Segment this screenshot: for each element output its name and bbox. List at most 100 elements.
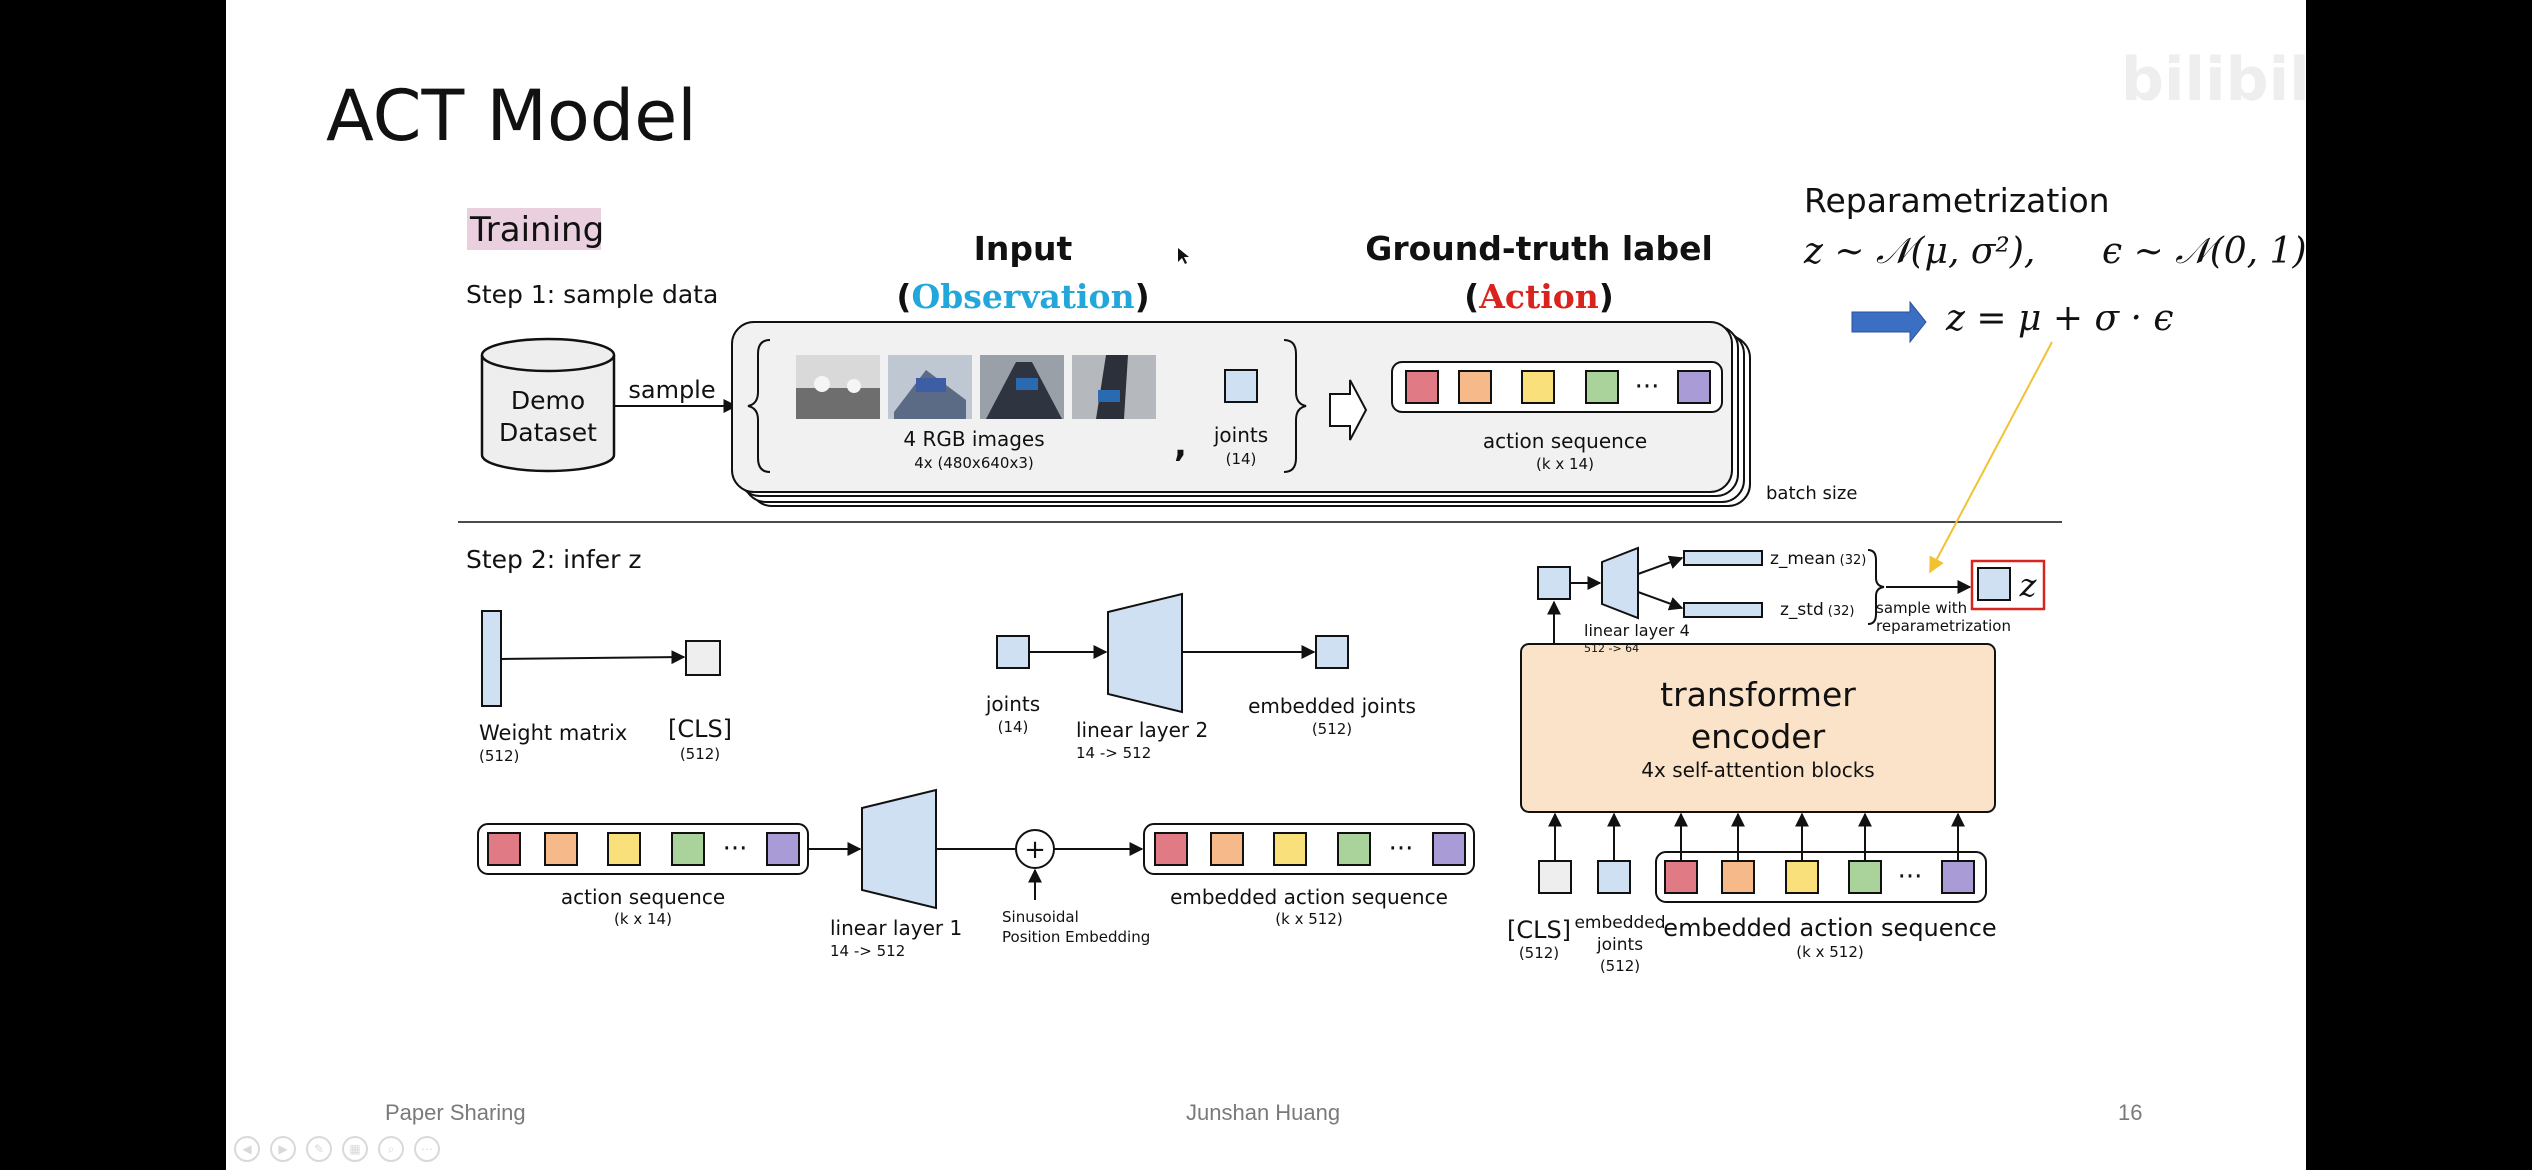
gt-action-seq-label: action sequence bbox=[1483, 429, 1647, 453]
step2-joints-label: joints bbox=[985, 692, 1040, 716]
sample-label: sample bbox=[628, 376, 715, 404]
enc-in-ellipsis: ··· bbox=[1898, 862, 1923, 892]
emb-token-red bbox=[1154, 832, 1188, 866]
slide-title: ACT Model bbox=[326, 75, 697, 157]
zoom-icon[interactable]: ⌕ bbox=[378, 1136, 404, 1162]
enc-in-joints-line2: joints bbox=[1596, 935, 1643, 955]
slide-controls: ◀ ▶ ✎ ▦ ⌕ ⋯ bbox=[234, 1136, 440, 1162]
linear4-label: linear layer 4 bbox=[1584, 621, 1690, 640]
gt-token-orange bbox=[1458, 370, 1492, 404]
step1-label: Step 1: sample data bbox=[466, 280, 718, 309]
z-highlight-box bbox=[1970, 559, 2046, 611]
obs-open-brace bbox=[747, 339, 771, 473]
gt-token-green bbox=[1585, 370, 1619, 404]
z-std-label: z_std bbox=[1780, 600, 1824, 620]
linear2-label: linear layer 2 bbox=[1076, 718, 1208, 742]
linear-layer-1 bbox=[861, 788, 937, 910]
batch-stack bbox=[731, 321, 1751, 507]
gt-action-seq-box bbox=[1391, 361, 1723, 413]
sample-with-line1: sample with bbox=[1876, 599, 1967, 617]
step2-joints-token bbox=[996, 635, 1030, 669]
rgb-image-3 bbox=[980, 355, 1064, 419]
enc-in-token-red bbox=[1664, 860, 1698, 894]
gt-token-red bbox=[1405, 370, 1439, 404]
emb-token-yellow bbox=[1273, 832, 1307, 866]
emb-token-green bbox=[1337, 832, 1371, 866]
pen-icon[interactable]: ✎ bbox=[306, 1136, 332, 1162]
action-seq-ellipsis: ··· bbox=[723, 834, 748, 864]
batch-size-label: batch size bbox=[1766, 483, 1857, 504]
z-token bbox=[1977, 567, 2011, 601]
gt-token-yellow bbox=[1521, 370, 1555, 404]
obs-close-brace bbox=[1283, 339, 1307, 473]
footer-center: Junshan Huang bbox=[1186, 1100, 1341, 1125]
linear4-dim: 512 -> 64 bbox=[1584, 642, 1639, 655]
step2-joints-dim: (14) bbox=[998, 718, 1029, 736]
step2-label: Step 2: infer z bbox=[466, 545, 641, 574]
rgb-image-2 bbox=[888, 355, 972, 419]
action-heading: (Action) bbox=[1464, 277, 1614, 316]
gt-ellipsis: ··· bbox=[1635, 372, 1660, 402]
cls-token bbox=[685, 640, 721, 676]
footer-page-number: 16 bbox=[2118, 1100, 2143, 1125]
action-token-green bbox=[671, 832, 705, 866]
slide: ACT Model bilibili Training Step 1: samp… bbox=[226, 0, 2306, 1170]
prev-slide-icon[interactable]: ◀ bbox=[234, 1136, 260, 1162]
emb-token-orange bbox=[1210, 832, 1244, 866]
linear4-to-zmean-arrow bbox=[1637, 555, 1684, 575]
enc-in-token-purple bbox=[1941, 860, 1975, 894]
enc-in-token-orange bbox=[1721, 860, 1755, 894]
input-heading: Input bbox=[974, 229, 1073, 268]
transformer-encoder bbox=[1520, 643, 1996, 813]
linear-layer-2 bbox=[1107, 592, 1183, 714]
emb-token-purple bbox=[1432, 832, 1466, 866]
reparam-formula-z: z ∼ 𝒩(μ, σ²), bbox=[1803, 231, 2035, 272]
z-brace bbox=[1867, 549, 1885, 625]
gt-action-seq-dim: (k x 14) bbox=[1536, 455, 1594, 473]
action-token-red bbox=[487, 832, 521, 866]
enc-in-action-label: embedded action sequence bbox=[1663, 914, 1996, 942]
images-dim: 4x (480x640x3) bbox=[914, 454, 1033, 472]
enc-in-joints-line1: embedded bbox=[1574, 913, 1665, 933]
action-token-orange bbox=[544, 832, 578, 866]
enc-in-joints-dim: (512) bbox=[1600, 957, 1640, 975]
demo-dataset-cylinder: Demo Dataset bbox=[480, 337, 616, 473]
enc-in-token-green bbox=[1848, 860, 1882, 894]
action-token-purple bbox=[766, 832, 800, 866]
enc-out-token bbox=[1537, 566, 1571, 600]
pos-emb-line2: Position Embedding bbox=[1002, 928, 1150, 946]
z-std-dim: (32) bbox=[1828, 604, 1855, 619]
bilibili-watermark: bilibili bbox=[2121, 45, 2306, 115]
action-token-yellow bbox=[607, 832, 641, 866]
z-std-bar bbox=[1683, 602, 1763, 618]
enc-in-cls-label: [CLS] bbox=[1507, 916, 1571, 944]
action-seq-dim: (k x 14) bbox=[614, 910, 672, 928]
enc-in-cls-token bbox=[1538, 860, 1572, 894]
encoder-input-arrows bbox=[1548, 812, 1965, 861]
weight-matrix bbox=[481, 610, 502, 707]
emb-action-seq-box bbox=[1143, 823, 1475, 875]
z-mean-label: z_mean bbox=[1770, 549, 1836, 569]
rgb-image-1 bbox=[796, 355, 880, 419]
next-slide-icon[interactable]: ▶ bbox=[270, 1136, 296, 1162]
linear1-dim: 14 -> 512 bbox=[830, 942, 905, 960]
cls-label: [CLS] bbox=[668, 715, 732, 743]
act-diagram: ACT Model bilibili Training Step 1: samp… bbox=[326, 45, 2306, 975]
encoder-line2: encoder bbox=[1691, 717, 1826, 756]
slides-grid-icon[interactable]: ▦ bbox=[342, 1136, 368, 1162]
more-options-icon[interactable]: ⋯ bbox=[414, 1136, 440, 1162]
dataset-line1: Demo bbox=[511, 386, 585, 415]
joints-label: joints bbox=[1213, 423, 1268, 447]
linear-layer-4 bbox=[1601, 546, 1639, 620]
z-std-text: z_std (32) bbox=[1780, 600, 1854, 620]
joints-dim: (14) bbox=[1226, 450, 1257, 468]
gt-token-purple bbox=[1677, 370, 1711, 404]
obs-comma: , bbox=[1174, 425, 1187, 465]
weight-matrix-dim: (512) bbox=[479, 747, 519, 765]
weight-matrix-label: Weight matrix bbox=[479, 721, 627, 745]
z-mean-dim: (32) bbox=[1840, 553, 1867, 568]
embedded-joints-dim: (512) bbox=[1312, 720, 1352, 738]
enc-in-cls-dim: (512) bbox=[1519, 944, 1559, 962]
z-mean-bar bbox=[1683, 550, 1763, 566]
linear2-dim: 14 -> 512 bbox=[1076, 744, 1151, 762]
